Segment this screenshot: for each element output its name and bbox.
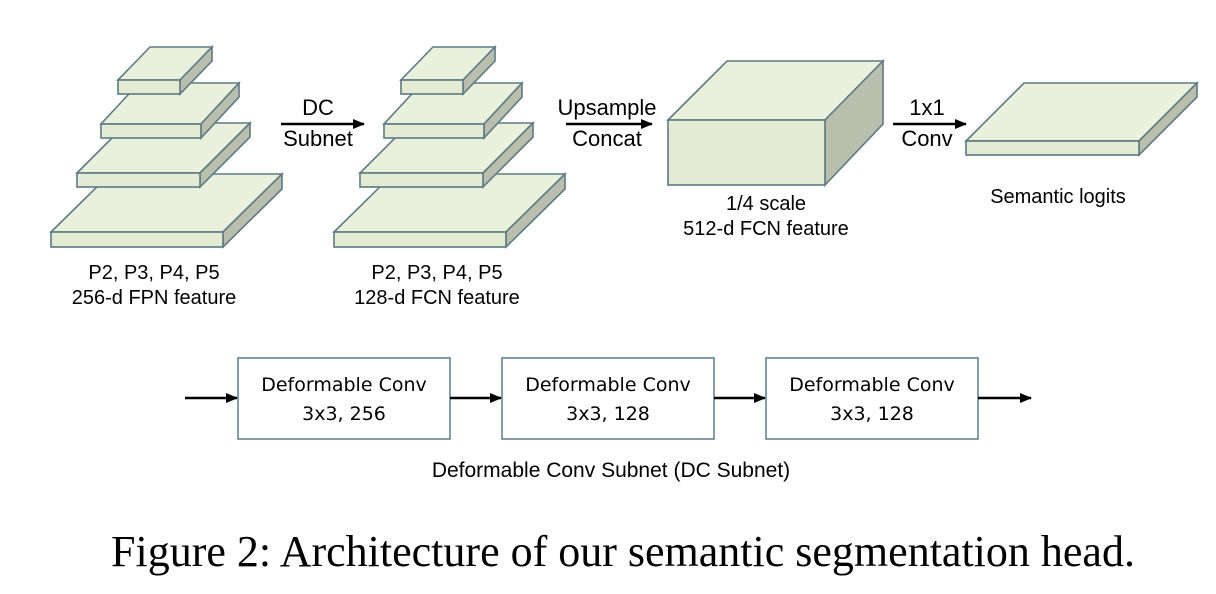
fpn-slab-p4 [99,80,241,141]
fpn-slab-p2 [49,172,284,249]
fpn-slab-p5 [116,45,214,96]
dc-subnet-detail: Deformable Conv 3x3, 256 Deformable Conv… [185,357,1032,440]
deformable-conv-box-3-title: Deformable Conv [789,374,955,396]
deformable-conv-box-1-title: Deformable Conv [261,374,427,396]
fcn-label-feature: 128-d FCN feature [354,287,520,309]
fpn-pyramid [49,45,284,249]
fcn-feature-block [666,59,885,188]
fpn-slab-p3 [75,121,252,189]
dc-arrow-label-top: DC [302,95,334,120]
fcn-slab-p5 [399,45,497,96]
deformable-conv-box-2-params: 3x3, 128 [566,403,650,425]
deformable-conv-box-3-params: 3x3, 128 [830,403,914,425]
semantic-logits-slab [964,81,1199,157]
conv-arrow-label-bottom: Conv [901,126,952,151]
deformable-conv-box-3: Deformable Conv 3x3, 128 [765,357,979,440]
concat-label: Concat [572,126,642,151]
fcn-block-scale-label: 1/4 scale [726,193,806,215]
fcn-label-levels: P2, P3, P4, P5 [371,262,502,284]
fpn-label-levels: P2, P3, P4, P5 [88,262,219,284]
fcn-slab-p2 [332,172,567,249]
deformable-conv-box-1-params: 3x3, 256 [302,403,386,425]
deformable-conv-box-2-title: Deformable Conv [525,374,691,396]
fpn-label-feature: 256-d FPN feature [72,287,237,309]
conv-arrow-label-top: 1x1 [909,95,944,120]
dc-arrow-label-bottom: Subnet [283,126,353,151]
figure-caption: Figure 2: Architecture of our semantic s… [111,527,1135,576]
deformable-conv-box-1: Deformable Conv 3x3, 256 [237,357,451,440]
fcn-pyramid [332,45,567,249]
deformable-conv-box-2: Deformable Conv 3x3, 128 [501,357,715,440]
dc-subnet-label: Deformable Conv Subnet (DC Subnet) [432,459,790,482]
semantic-logits-label: Semantic logits [990,186,1126,208]
upsample-label: Upsample [557,95,656,120]
fcn-block-feature-label: 512-d FCN feature [683,218,849,240]
